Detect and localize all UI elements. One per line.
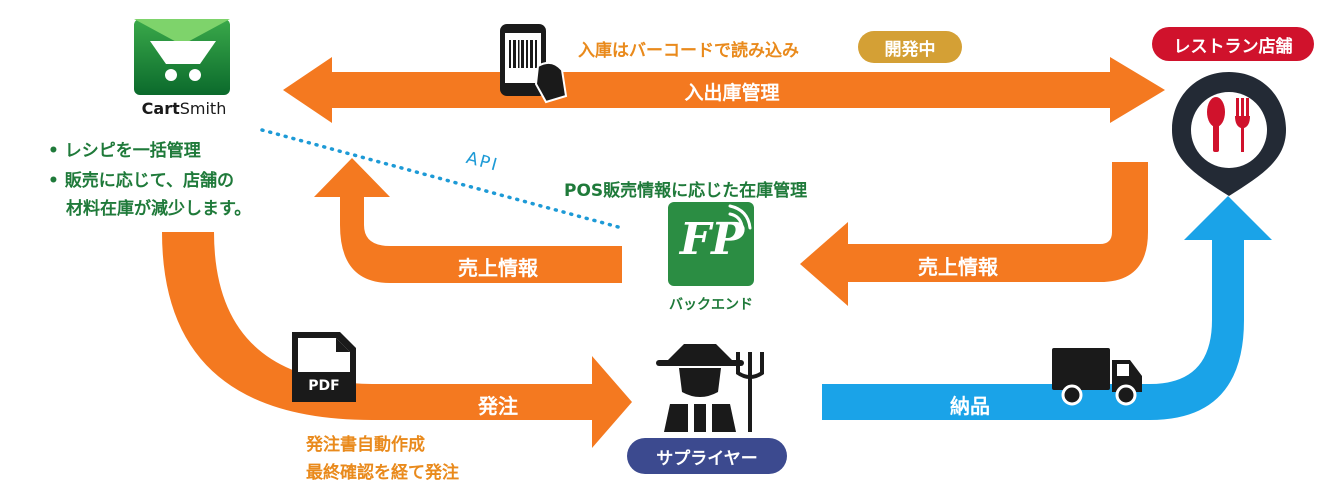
dev-badge: 開発中 xyxy=(858,31,962,63)
smartphone-barcode-icon xyxy=(500,24,568,104)
sales-info-arrow-left xyxy=(314,158,622,283)
cartsmith-bullet-2: • 販売に応じて、店舗の xyxy=(48,171,234,191)
sales-info-right-label: 売上情報 xyxy=(918,255,998,279)
cartsmith-bullet-text: レシピを一括管理 xyxy=(64,141,201,161)
backend-heading: POS販売情報に応じた在庫管理 xyxy=(564,181,808,201)
cartsmith-name-rest: Smith xyxy=(179,99,227,118)
cartsmith-name-bold: Cart xyxy=(141,99,180,118)
store-pin-icon xyxy=(1172,72,1286,196)
cartsmith-name: CartSmith xyxy=(134,99,234,118)
barcode-note: 入庫はバーコードで読み込み xyxy=(578,41,799,61)
api-connection-line xyxy=(260,128,624,230)
truck-icon xyxy=(1052,348,1142,406)
pdf-label: PDF xyxy=(308,378,340,394)
cartsmith-bullet-1: • レシピを一括管理 xyxy=(48,141,201,161)
stock-management-label: 入出庫管理 xyxy=(684,82,780,104)
order-label: 発注 xyxy=(478,394,518,418)
cartsmith-bullet-text: 材料在庫が減少します。 xyxy=(66,199,252,219)
fp-app-icon xyxy=(668,202,754,286)
restaurant-badge: レストラン店舗 xyxy=(1152,27,1314,61)
fp-app-text: FP xyxy=(679,214,745,265)
order-note-line1: 発注書自動作成 xyxy=(306,435,425,455)
order-arrow xyxy=(162,232,632,448)
pdf-document-icon xyxy=(292,332,356,402)
cartsmith-bullet-3: 材料在庫が減少します。 xyxy=(66,194,251,219)
farmer-icon xyxy=(656,344,764,432)
cart-icon xyxy=(134,19,230,95)
sales-info-arrow-right xyxy=(800,162,1148,306)
delivery-label: 納品 xyxy=(950,394,990,418)
backend-caption: バックエンド xyxy=(669,297,753,313)
delivery-arrow xyxy=(822,196,1272,420)
sales-info-left-label: 売上情報 xyxy=(458,256,538,280)
cartsmith-bullet-text: 販売に応じて、店舗の xyxy=(64,171,234,191)
supplier-badge: サプライヤー xyxy=(627,438,787,474)
order-note-line2: 最終確認を経て発注 xyxy=(306,463,459,483)
